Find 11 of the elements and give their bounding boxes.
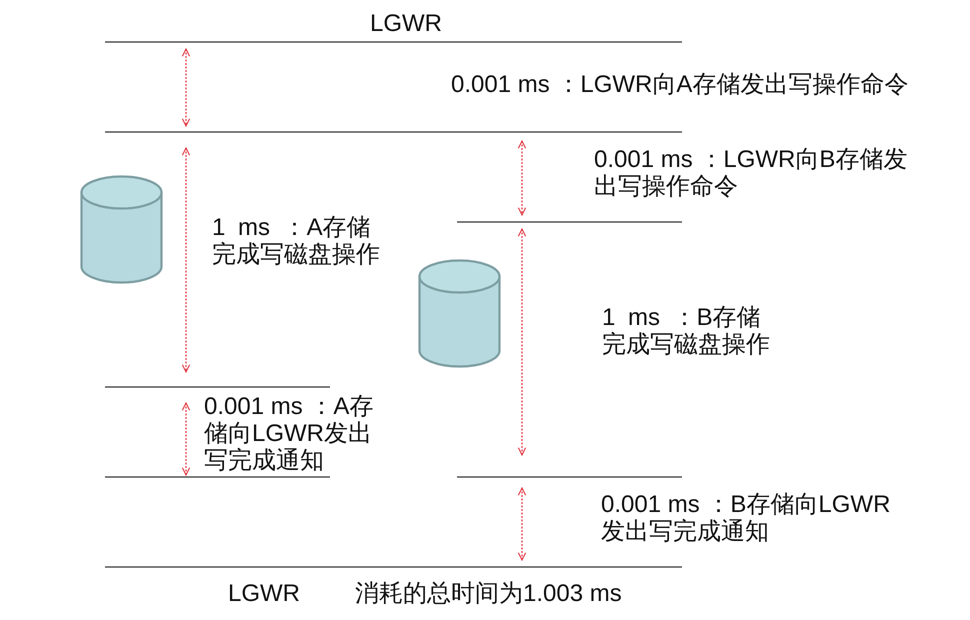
storage-cylinder bbox=[80, 175, 163, 284]
duration-label: 0.001 ms ：LGWR向A存储发出写操作命令 bbox=[451, 71, 908, 98]
process-label: LGWR bbox=[228, 580, 300, 607]
duration-label: 1 ms ：B存储完成写磁盘操作 bbox=[602, 304, 771, 358]
duration-label: 1 ms ：A存储完成写磁盘操作 bbox=[212, 214, 381, 268]
duration-label: 0.001 ms ：A存储向LGWR发出写完成通知 bbox=[204, 393, 374, 474]
process-label: LGWR bbox=[370, 10, 442, 37]
duration-label: 0.001 ms ：B存储向LGWR发出写完成通知 bbox=[601, 491, 892, 545]
total-time-label: 消耗的总时间为1.003 ms bbox=[355, 580, 622, 607]
storage-cylinder bbox=[418, 259, 501, 368]
duration-label: 0.001 ms ：LGWR向B存储发出写操作命令 bbox=[594, 146, 908, 200]
